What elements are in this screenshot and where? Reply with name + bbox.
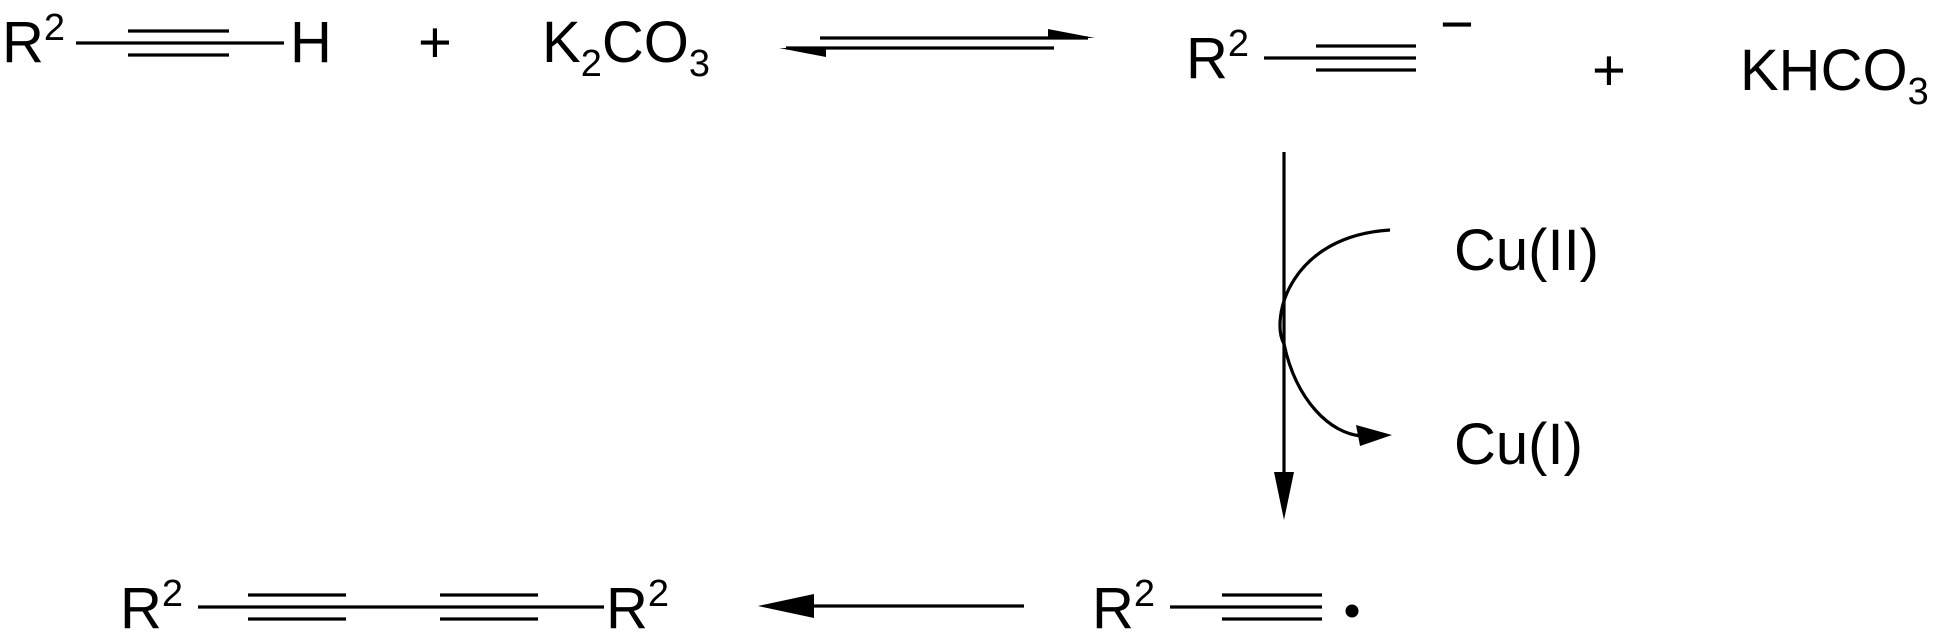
cu-i-label: Cu(I) (1454, 412, 1583, 477)
hydrogen-label: H (290, 10, 332, 75)
product-left-r-label: R2 (120, 573, 183, 636)
plus-sign-1: + (418, 10, 452, 75)
equilibrium-arrow (779, 29, 1095, 57)
anion-r-label: R2 (1186, 23, 1249, 91)
diyne-product: R2 R2 (120, 573, 669, 636)
alkyne-r-label: R2 (2, 7, 65, 75)
reverse-arrow-head (779, 48, 826, 57)
cu-ii-label: Cu(II) (1454, 218, 1599, 283)
oxidation-arrow (1274, 152, 1294, 520)
radical-dot (1345, 604, 1359, 618)
khco3-label: KHCO3 (1740, 38, 1929, 113)
vertical-arrow-head (1274, 472, 1294, 520)
k2co3-label: K2CO3 (542, 10, 710, 85)
alkynyl-radical: R2 (1092, 573, 1359, 636)
coupling-arrow-head (758, 594, 814, 618)
product-right-r-label: R2 (606, 573, 669, 636)
curved-arrow-path (1278, 228, 1391, 438)
radical-r-label: R2 (1092, 573, 1155, 636)
copper-curved-arrow (1278, 228, 1392, 446)
coupling-arrow (758, 594, 1024, 618)
acetylide-anion: R2 − (1186, 0, 1474, 91)
plus-sign-2: + (1592, 38, 1626, 103)
curved-arrow-head (1356, 425, 1392, 446)
forward-arrow-head (1048, 29, 1095, 38)
terminal-alkyne: R2 H (2, 7, 332, 75)
negative-charge: − (1440, 0, 1474, 57)
